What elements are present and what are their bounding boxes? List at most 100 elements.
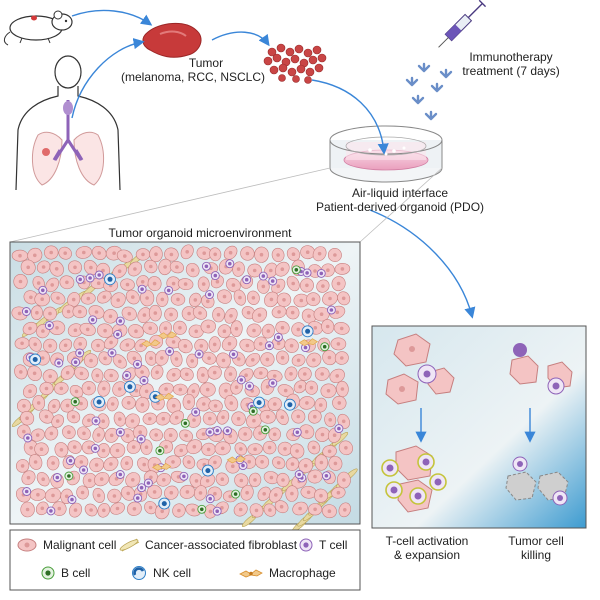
malignant-nucleus: [267, 445, 272, 450]
malignant-nucleus: [33, 342, 37, 347]
malignant-nucleus: [130, 419, 135, 423]
t-cell-nucleus: [55, 475, 60, 480]
malignant-nucleus: [132, 507, 137, 511]
malignant-nucleus: [234, 385, 239, 390]
malignant-nucleus: [187, 400, 191, 404]
malignant-nucleus: [259, 371, 263, 375]
malignant-nucleus: [164, 445, 168, 449]
malignant-nucleus: [94, 310, 99, 314]
t-cell-nucleus: [228, 261, 232, 266]
malignant-nucleus: [101, 268, 105, 273]
activation-after-cells: [381, 445, 447, 513]
malignant-nucleus: [54, 267, 59, 271]
malignant-nucleus: [87, 386, 91, 391]
malignant-nucleus: [220, 506, 224, 510]
malignant-nucleus: [99, 477, 104, 481]
malignant-nucleus: [172, 403, 176, 408]
malignant-nucleus: [198, 491, 203, 495]
malignant-nucleus: [123, 254, 127, 258]
malignant-nucleus: [140, 280, 145, 284]
malignant-nucleus: [305, 250, 310, 254]
malignant-nucleus: [20, 341, 24, 346]
malignant-nucleus: [63, 251, 67, 255]
malignant-nucleus: [74, 389, 79, 394]
malignant-nucleus: [339, 326, 344, 331]
malignant-nucleus: [261, 284, 266, 289]
malignant-nucleus: [277, 310, 281, 314]
t-cell-nucleus: [70, 497, 74, 502]
malignant-nucleus: [174, 415, 179, 420]
malignant-nucleus: [335, 310, 340, 315]
malignant-nucleus: [205, 479, 210, 483]
t-cell-nucleus: [90, 318, 95, 322]
malignant-nucleus: [17, 311, 22, 316]
t-cell-nucleus: [26, 436, 30, 440]
malignant-nucleus: [245, 251, 250, 256]
killing-before-cells: [509, 343, 573, 395]
malignant-nucleus: [118, 417, 122, 421]
malignant-nucleus: [344, 446, 348, 450]
immunotherapy-label-2: treatment (7 days): [462, 64, 560, 78]
malignant-nucleus: [341, 296, 346, 301]
malignant-nucleus: [251, 296, 256, 300]
malignant-nucleus: [289, 372, 293, 376]
malignant-nucleus: [201, 373, 205, 377]
malignant-nucleus: [207, 356, 211, 361]
malignant-nucleus: [96, 281, 101, 286]
malignant-nucleus: [228, 372, 233, 376]
malignant-nucleus: [163, 265, 167, 269]
malignant-nucleus: [36, 281, 41, 285]
ali-label-1: Air-liquid interface: [351, 186, 449, 200]
malignant-nucleus: [35, 433, 40, 437]
t-cell-nucleus: [204, 264, 209, 269]
legend-item-macrophage: Macrophage: [238, 566, 336, 580]
malignant-nucleus: [73, 265, 77, 270]
b-cell-nucleus: [67, 474, 71, 478]
malignant-nucleus: [236, 416, 241, 421]
malignant-nucleus: [73, 508, 78, 512]
nk-cell-nucleus: [305, 328, 311, 334]
malignant-nucleus: [336, 281, 341, 286]
t-cell-nucleus: [208, 430, 212, 434]
malignant-nucleus: [303, 463, 308, 468]
malignant-nucleus: [160, 356, 164, 360]
malignant-nucleus: [35, 310, 39, 315]
t-cell-nucleus: [271, 381, 275, 385]
malignant-nucleus: [67, 430, 71, 435]
malignant-nucleus: [276, 341, 281, 346]
malignant-nucleus: [155, 370, 159, 375]
malignant-nucleus: [127, 311, 132, 316]
malignant-nucleus: [190, 359, 194, 363]
t-cell-nucleus: [303, 345, 308, 350]
legend-label: B cell: [61, 566, 91, 580]
microenvironment-panel: [9, 241, 361, 532]
malignant-nucleus: [319, 403, 323, 407]
malignant-nucleus: [80, 490, 85, 495]
malignant-nucleus: [205, 387, 210, 392]
malignant-nucleus: [44, 414, 49, 419]
malignant-nucleus: [313, 474, 317, 479]
t-cell-nucleus: [244, 277, 249, 282]
t-cell-nucleus: [208, 496, 212, 501]
malignant-nucleus: [216, 312, 221, 317]
malignant-nucleus: [269, 297, 274, 302]
b-cell-nucleus: [263, 428, 268, 432]
malignant-nucleus: [268, 508, 272, 512]
malignant-nucleus: [296, 327, 301, 332]
malignant-nucleus: [208, 416, 212, 421]
b-cell-nucleus: [322, 344, 327, 349]
malignant-nucleus: [333, 461, 338, 466]
malignant-nucleus: [193, 298, 198, 302]
legend-label: T cell: [319, 538, 348, 552]
malignant-nucleus: [265, 385, 270, 389]
antibody-icons: [405, 62, 453, 121]
malignant-nucleus: [266, 415, 270, 419]
b-cell-nucleus: [73, 399, 77, 404]
malignant-nucleus: [44, 386, 49, 391]
legend-item-tcell: T cell: [298, 538, 347, 552]
malignant-nucleus: [32, 371, 37, 376]
malignant-nucleus: [126, 401, 131, 405]
malignant-nucleus: [313, 326, 318, 330]
t-cell-nucleus: [329, 308, 334, 312]
